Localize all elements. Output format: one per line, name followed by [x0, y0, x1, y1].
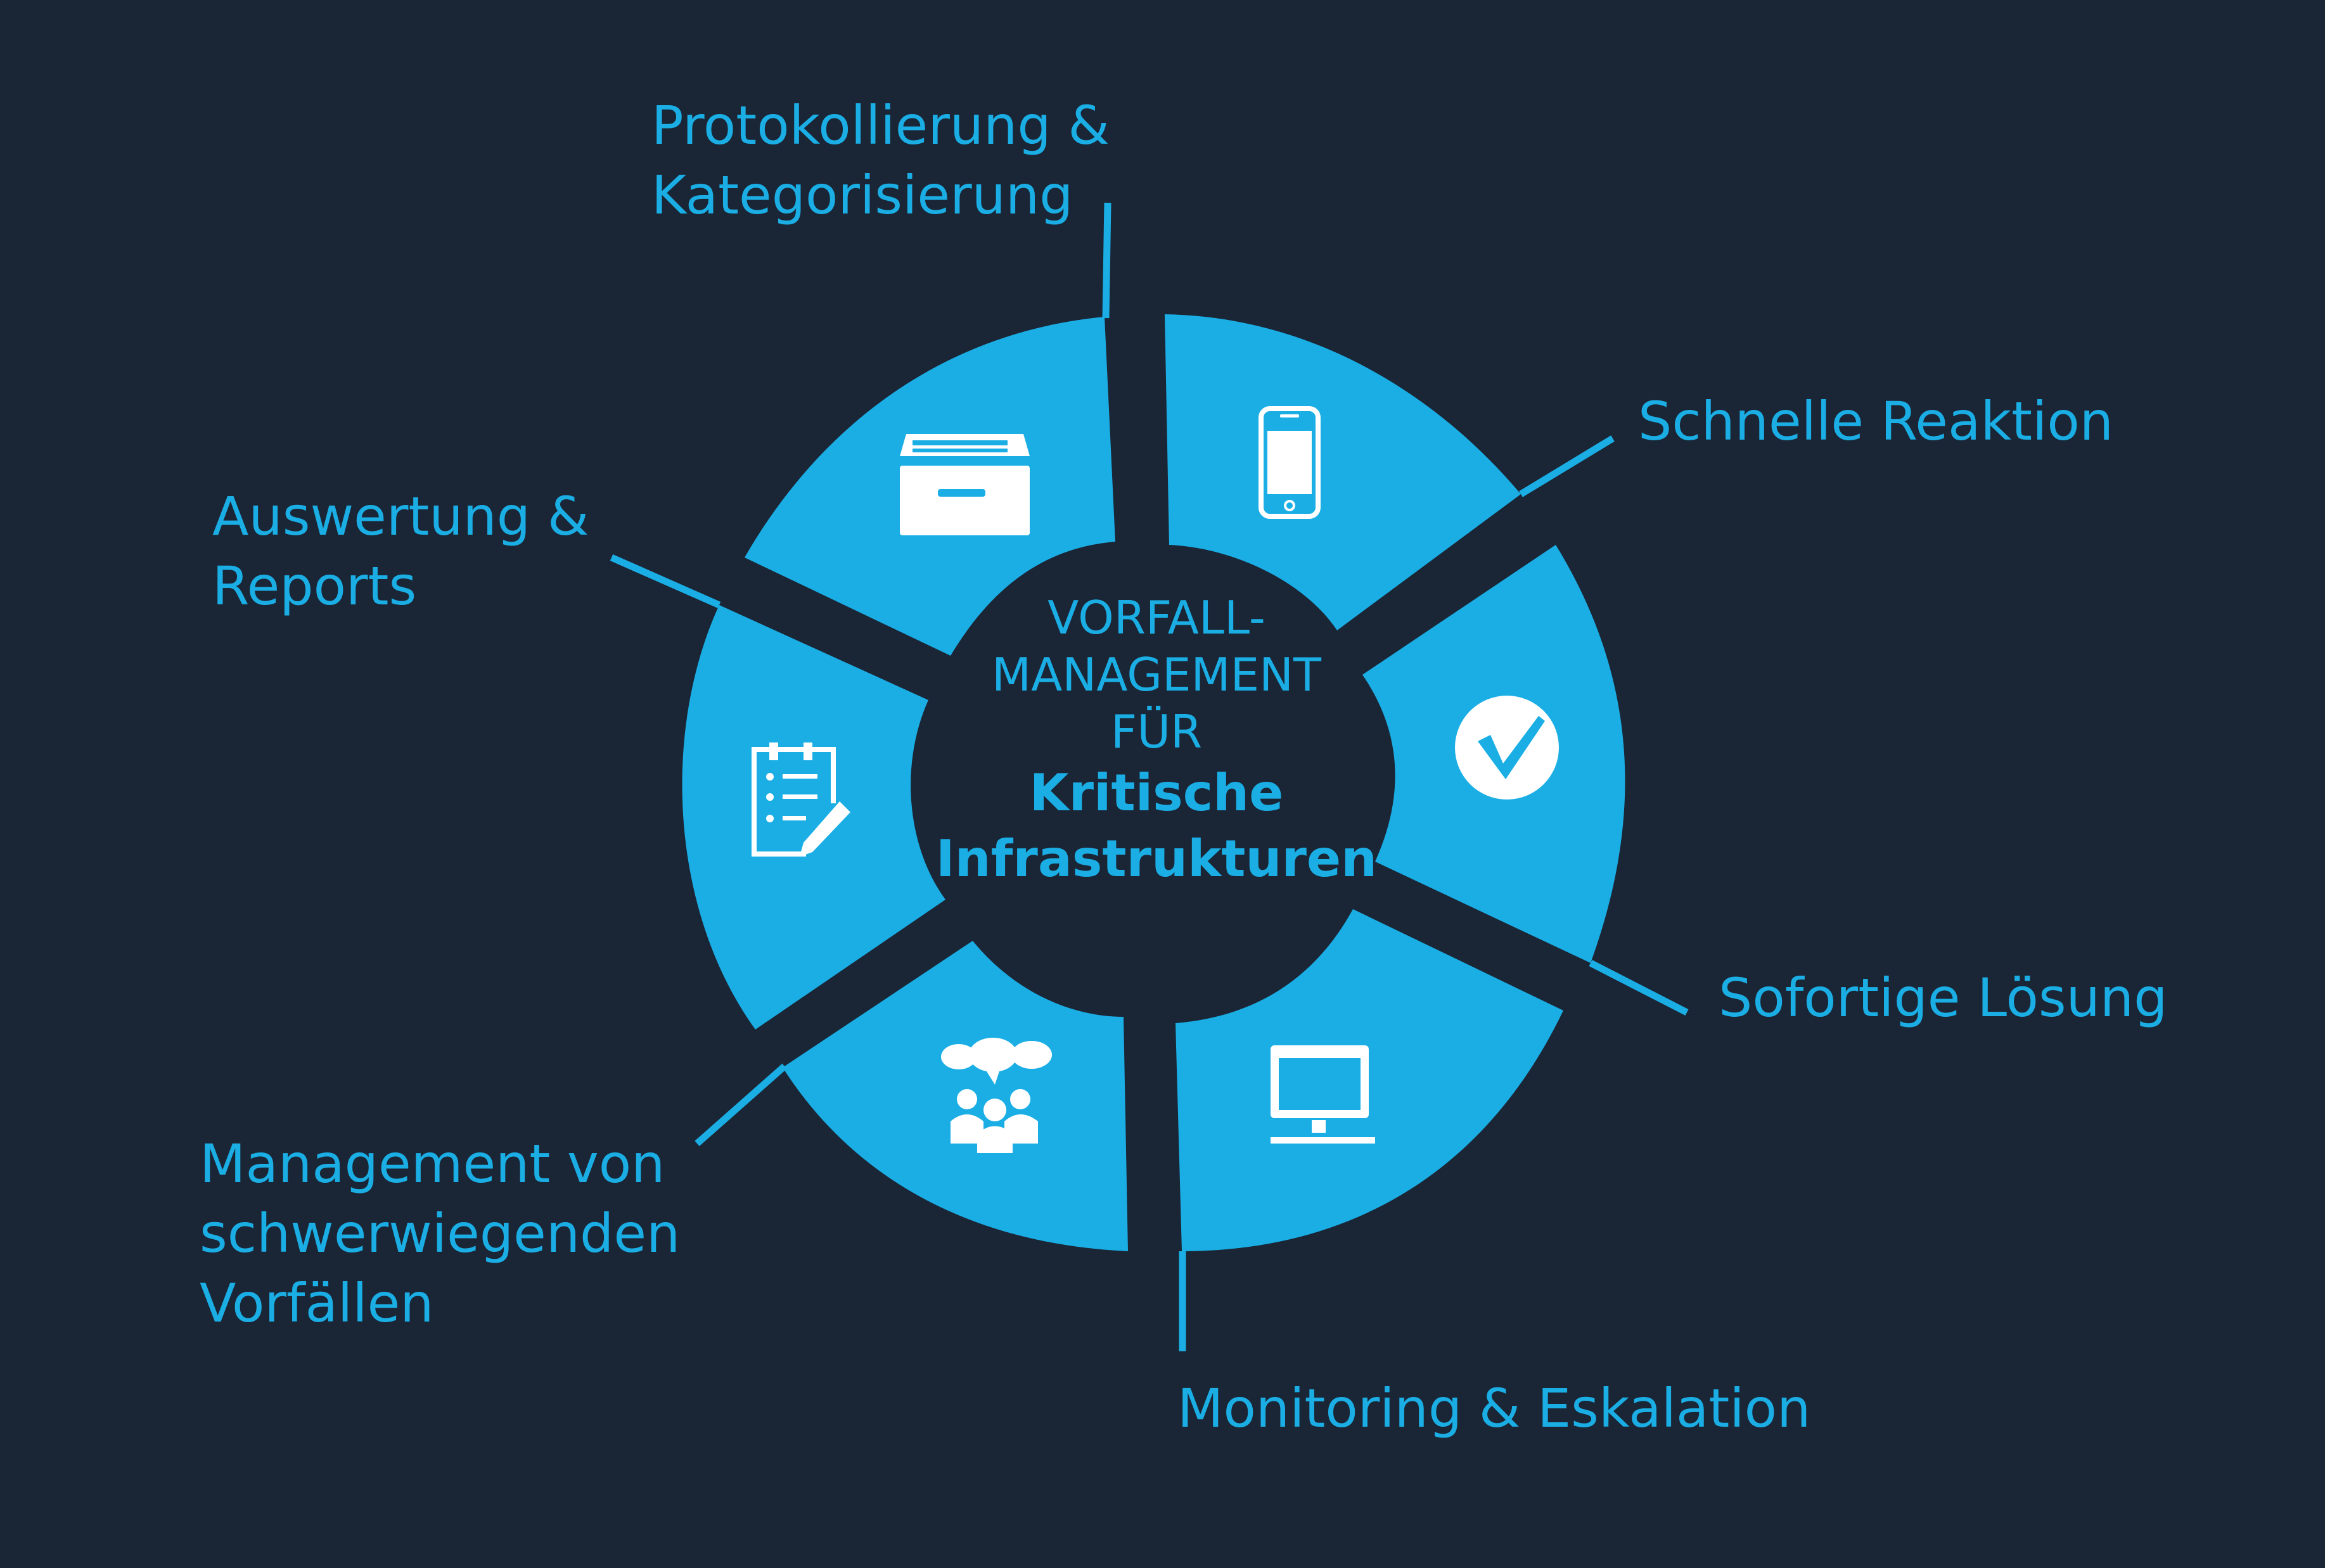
label-reaktion: Schnelle Reaktion [1638, 386, 2113, 456]
file-drawer-icon [900, 434, 1030, 535]
label-protokollierung: Protokollierung & Kategorisierung [651, 91, 1110, 230]
label-line: Protokollierung & [651, 94, 1110, 156]
connector-protokollierung [1102, 202, 1111, 319]
label-line: Kategorisierung [651, 164, 1073, 226]
label-monitoring: Monitoring & Eskalation [1177, 1374, 1810, 1443]
center-line-3: FÜR [1110, 705, 1203, 758]
label-management: Management von schwerwiegenden Vorfällen [200, 1129, 680, 1338]
label-line: Auswertung & [212, 485, 589, 547]
center-line-2: MANAGEMENT [992, 648, 1321, 701]
label-line: Management von [200, 1133, 665, 1195]
label-line: Schnelle Reaktion [1638, 390, 2114, 452]
ring [682, 314, 1625, 1251]
team-discussion-icon [941, 1038, 1052, 1153]
segment-management [783, 941, 1128, 1251]
label-line: Reports [212, 555, 417, 617]
center-line-4: Kritische [1029, 763, 1284, 822]
center-line-5: Infrastrukturen [935, 829, 1378, 888]
connector-auswertung [610, 554, 721, 609]
label-loesung: Sofortige Lösung [1719, 963, 2167, 1033]
smartphone-icon [1259, 406, 1321, 519]
segment-monitoring [1175, 909, 1563, 1251]
label-line: Sofortige Lösung [1719, 967, 2168, 1029]
center-title: VORFALL- MANAGEMENT FÜR Kritische Infras… [925, 589, 1388, 892]
center-line-1: VORFALL- [1047, 591, 1265, 644]
segment-reaktion [1165, 314, 1521, 630]
label-auswertung: Auswertung & Reports [212, 481, 589, 621]
checkmark-circle-icon [1455, 696, 1559, 800]
label-line: Monitoring & Eskalation [1177, 1377, 1811, 1439]
label-line: Vorfällen [200, 1272, 434, 1334]
monitor-icon [1271, 1045, 1375, 1144]
connector-reaktion [1519, 435, 1615, 497]
connector-management [695, 1063, 787, 1147]
label-line: schwerwiegenden [200, 1202, 681, 1265]
connector-loesung [1589, 960, 1689, 1016]
connectors [610, 202, 1689, 1351]
clipboard-report-icon [752, 743, 850, 857]
